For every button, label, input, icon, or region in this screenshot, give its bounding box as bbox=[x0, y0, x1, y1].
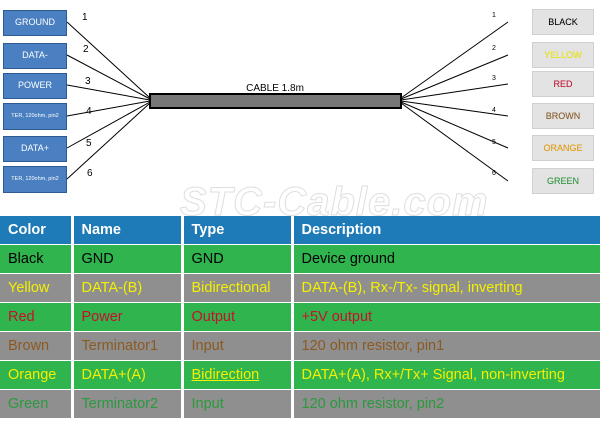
table-cell: Yellow bbox=[0, 273, 74, 303]
wire-lines bbox=[66, 21, 509, 182]
table-cell: Output bbox=[182, 302, 294, 332]
left-pin-number: 1 bbox=[82, 12, 88, 23]
left-wire-5 bbox=[66, 101, 151, 149]
right-wire-color-black: BLACK bbox=[532, 9, 594, 35]
left-pin-number: 2 bbox=[83, 44, 89, 55]
table-cell: +5V output bbox=[292, 302, 600, 332]
table-cell: Brown bbox=[0, 331, 74, 361]
left-wire-2 bbox=[66, 54, 151, 100]
left-pin-box-ground: GROUND bbox=[3, 10, 67, 36]
right-pin-number: 1 bbox=[492, 12, 496, 19]
left-pin-box-power: POWER bbox=[3, 73, 67, 99]
left-wire-6 bbox=[66, 102, 151, 180]
right-wire-color-yellow: YELLOW bbox=[532, 42, 594, 68]
table-row: Red Power Output +5V output bbox=[0, 302, 600, 332]
table-header-row: Color Name Type Description bbox=[0, 216, 600, 245]
table-row: Green Terminator2 Input 120 ohm resistor… bbox=[0, 389, 600, 419]
column-header-name: Name bbox=[72, 216, 184, 245]
right-wire-color-brown: BROWN bbox=[532, 103, 594, 129]
table-cell: Device ground bbox=[292, 244, 600, 274]
table-cell: Terminator2 bbox=[72, 389, 184, 419]
right-pin-number: 4 bbox=[492, 107, 496, 114]
table-row: Black GND GND Device ground bbox=[0, 244, 600, 274]
right-wire-1 bbox=[400, 21, 509, 99]
table-cell: DATA-(B), Rx-/Tx- signal, inverting bbox=[292, 273, 600, 303]
table-cell: GND bbox=[182, 244, 294, 274]
right-wire-4 bbox=[400, 100, 509, 117]
table-row: Yellow DATA-(B) Bidirectional DATA-(B), … bbox=[0, 273, 600, 303]
right-wire-color-orange: ORANGE bbox=[532, 135, 594, 161]
cable-label: CABLE 1.8m bbox=[246, 83, 304, 94]
right-wire-5 bbox=[400, 101, 509, 149]
left-pin-number: 4 bbox=[86, 106, 92, 117]
table-cell: DATA-(B) bbox=[72, 273, 184, 303]
left-pin-number: 6 bbox=[87, 168, 93, 179]
right-pin-number: 3 bbox=[492, 75, 496, 82]
left-pin-box-data-minus: DATA- bbox=[3, 43, 67, 69]
column-header-color: Color bbox=[0, 216, 74, 245]
table-cell: GND bbox=[72, 244, 184, 274]
left-wire-3 bbox=[66, 84, 151, 101]
right-pin-number: 5 bbox=[492, 139, 496, 146]
table-cell: 120 ohm resistor, pin2 bbox=[292, 389, 600, 419]
table-cell: Bidirection bbox=[182, 360, 294, 390]
right-wire-color-red: RED bbox=[532, 71, 594, 97]
table-row: Orange DATA+(A) Bidirection DATA+(A), Rx… bbox=[0, 360, 600, 390]
left-pin-box-terminator: TER, 120ohm, pin2 bbox=[3, 103, 67, 130]
pinout-table: Color Name Type Description Black GND GN… bbox=[0, 216, 600, 419]
right-wire-3 bbox=[400, 83, 509, 101]
left-pin-number: 5 bbox=[86, 138, 92, 149]
table-cell: Red bbox=[0, 302, 74, 332]
table-cell: Input bbox=[182, 389, 294, 419]
table-cell: Input bbox=[182, 331, 294, 361]
table-cell: DATA+(A) bbox=[72, 360, 184, 390]
left-pin-box-terminator-2: TER, 120ohm, pin2 bbox=[3, 166, 67, 193]
column-header-type: Type bbox=[182, 216, 294, 245]
table-cell: Bidirectional bbox=[182, 273, 294, 303]
table-cell: Green bbox=[0, 389, 74, 419]
column-header-description: Description bbox=[292, 216, 600, 245]
table-row: Brown Terminator1 Input 120 ohm resistor… bbox=[0, 331, 600, 361]
right-wire-2 bbox=[400, 54, 509, 100]
left-pin-number: 3 bbox=[85, 76, 91, 87]
cable-body bbox=[149, 93, 402, 109]
left-pin-box-data-plus: DATA+ bbox=[3, 136, 67, 162]
table-cell: DATA+(A), Rx+/Tx+ Signal, non-inverting bbox=[292, 360, 600, 390]
left-wire-4 bbox=[66, 100, 151, 117]
right-pin-number: 2 bbox=[492, 45, 496, 52]
table-cell: Terminator1 bbox=[72, 331, 184, 361]
table-cell: Power bbox=[72, 302, 184, 332]
left-wire-1 bbox=[66, 21, 151, 99]
right-pin-number: 6 bbox=[492, 170, 496, 177]
right-wire-6 bbox=[400, 102, 509, 182]
table-cell: 120 ohm resistor, pin1 bbox=[292, 331, 600, 361]
table-cell: Black bbox=[0, 244, 74, 274]
right-wire-color-green: GREEN bbox=[532, 168, 594, 194]
table-cell: Orange bbox=[0, 360, 74, 390]
